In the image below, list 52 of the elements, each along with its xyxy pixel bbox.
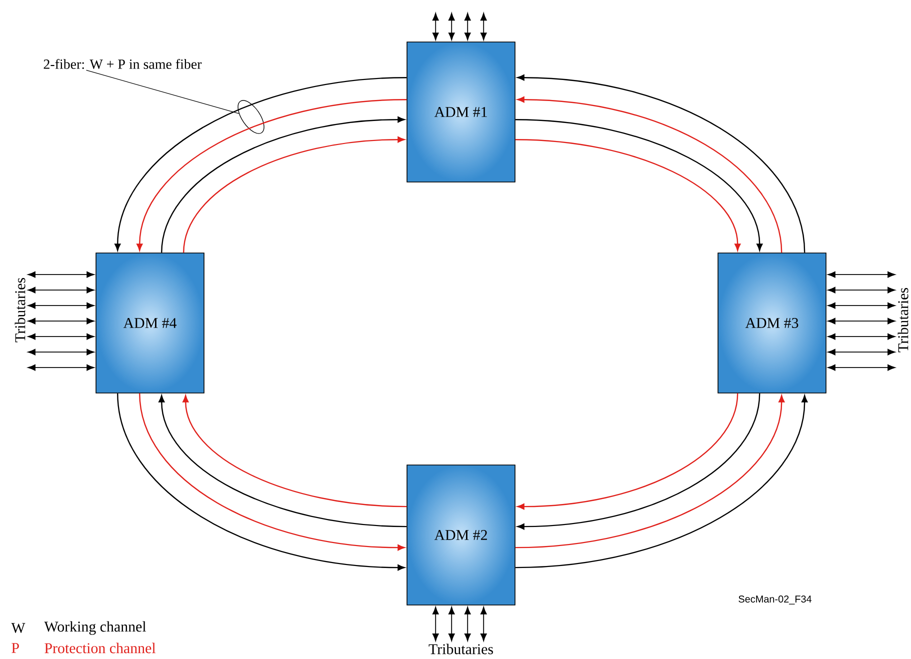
tributary-arrow: [432, 12, 439, 40]
adm-box: ADM #1: [406, 42, 516, 182]
tributary-arrow: [828, 318, 896, 324]
legend-text: Working channel: [44, 621, 146, 635]
tributary-arrow: [480, 12, 487, 40]
tributary-arrow: [28, 286, 94, 294]
tributaries-label: Tributaries: [428, 644, 493, 654]
tributary-arrow: [828, 333, 896, 340]
adm-box: ADM #4: [96, 252, 204, 394]
tributary-arrow: [28, 364, 94, 371]
legend-key: W: [11, 622, 26, 633]
tributary-arrow: [828, 286, 896, 294]
tributaries-label: Tributaries: [14, 278, 26, 342]
figure-id: SecMan-02_F34: [738, 596, 812, 604]
tributaries-label: Tributaries: [898, 288, 908, 352]
fiber-arrow: [515, 119, 763, 251]
fiber-arrow: [158, 395, 407, 528]
fiber-arrow: [136, 99, 407, 251]
fiber-arrow: [183, 136, 405, 253]
leader-line: [86, 70, 240, 114]
adm-box: ADM #3: [718, 252, 826, 394]
adm-box: ADM #2: [406, 464, 516, 606]
fiber-arrow: [117, 393, 405, 571]
fiber-arrow: [515, 139, 741, 251]
fiber-arrow: [517, 96, 782, 253]
tributary-arrow: [464, 606, 471, 642]
tributary-arrow: [828, 348, 896, 356]
tributary-arrow: [448, 12, 455, 40]
tributary-arrow: [828, 302, 896, 309]
legend-text: Protection channel: [44, 642, 156, 654]
fiber-arrow: [114, 77, 407, 251]
tributary-arrow: [28, 271, 94, 278]
legend-key: P: [12, 643, 19, 653]
fiber-arrow: [517, 393, 760, 530]
fiber-arrow: [161, 116, 405, 253]
tributary-arrow: [28, 348, 94, 356]
tributary-arrow: [828, 271, 896, 278]
tributary-arrow: [28, 302, 94, 309]
tributary-arrow: [28, 318, 94, 324]
annotation-text: 2-fiber: W + P in same fiber: [44, 58, 202, 69]
fiber-arrow: [182, 395, 407, 508]
tributary-arrow: [828, 364, 896, 371]
tributary-arrow: [432, 606, 439, 642]
fiber-arrow: [515, 395, 808, 568]
fiber-arrow: [517, 393, 738, 510]
tributary-arrow: [448, 606, 455, 642]
fiber-arrow: [139, 393, 405, 551]
tributary-arrow: [480, 606, 487, 642]
tributary-arrow: [28, 333, 94, 340]
fiber-arrow: [515, 395, 785, 548]
tributary-arrow: [464, 12, 471, 40]
fiber-arrow: [517, 74, 806, 253]
